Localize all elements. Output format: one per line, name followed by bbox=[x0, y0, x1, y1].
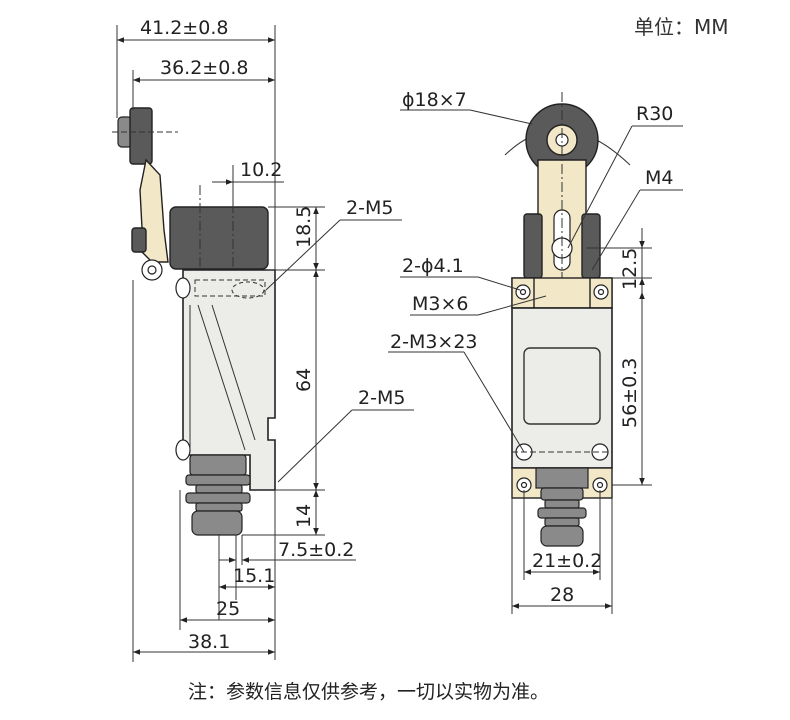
front-label-roller: ϕ18×7 bbox=[402, 89, 467, 111]
front-view: ϕ18×7 R30 M4 2-ϕ4.1 M3×6 2-M3×23 12.5 56… bbox=[388, 89, 683, 614]
side-head bbox=[169, 206, 269, 270]
front-window bbox=[523, 347, 601, 425]
front-label-2-m3x23: 2-M3×23 bbox=[390, 331, 478, 353]
side-dim-7-5: 7.5±0.2 bbox=[278, 539, 354, 561]
front-dim-12-5: 12.5 bbox=[619, 248, 641, 290]
side-dim-25: 25 bbox=[216, 598, 240, 620]
front-label-m3x6: M3×6 bbox=[412, 293, 469, 315]
side-dim-36-2: 36.2±0.8 bbox=[160, 57, 248, 79]
front-roller bbox=[525, 103, 599, 177]
front-dim-28: 28 bbox=[550, 584, 574, 606]
side-dim-14: 14 bbox=[293, 504, 315, 528]
front-label-2-phi-4-1: 2-ϕ4.1 bbox=[402, 255, 464, 277]
side-label-2-m5-top: 2-M5 bbox=[346, 197, 393, 219]
side-dim-38-1: 38.1 bbox=[188, 631, 230, 653]
front-cable-gland bbox=[537, 487, 587, 547]
front-label-m4: M4 bbox=[645, 167, 673, 189]
side-roller bbox=[112, 107, 178, 165]
front-body bbox=[511, 307, 613, 469]
side-dim-41-2: 41.2±0.8 bbox=[140, 17, 228, 39]
unit-label: 单位：MM bbox=[634, 15, 729, 39]
front-dim-56: 56±0.3 bbox=[619, 358, 641, 428]
front-dim-21: 21±0.2 bbox=[532, 550, 602, 572]
footnote: 注：参数信息仅供参考，一切以实物为准。 bbox=[188, 681, 549, 703]
front-label-r30: R30 bbox=[636, 103, 673, 125]
side-view: 41.2±0.8 36.2±0.8 10.2 18.5 64 14 2-M5 2… bbox=[112, 17, 414, 662]
side-dim-10-2: 10.2 bbox=[240, 159, 282, 181]
side-dim-64: 64 bbox=[293, 368, 315, 392]
side-label-2-m5-bottom: 2-M5 bbox=[358, 387, 405, 409]
side-cable-gland bbox=[185, 454, 251, 536]
side-dim-15-1: 15.1 bbox=[233, 565, 275, 587]
side-dim-18-5: 18.5 bbox=[293, 206, 315, 248]
